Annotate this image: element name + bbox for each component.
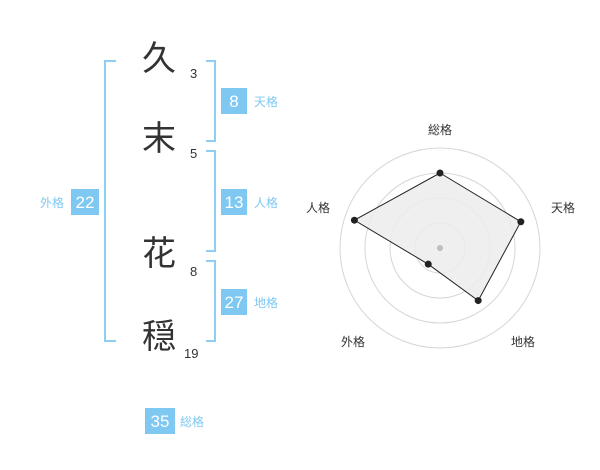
name-char-2: 末	[142, 119, 176, 159]
chikaku-value: 27	[221, 289, 247, 315]
name-char-3: 花	[142, 234, 176, 274]
radar-center	[437, 245, 443, 251]
tenkaku-label: 天格	[254, 95, 279, 109]
radar-point-4	[350, 216, 358, 224]
soukaku-label: 総格	[180, 415, 205, 429]
chikaku-label: 地格	[254, 296, 279, 310]
radar-label-soukaku: 総格	[428, 123, 453, 137]
radar-point-3	[424, 260, 432, 268]
soukaku-value: 35	[145, 408, 175, 434]
radar-area	[353, 172, 522, 302]
radar-point-1	[517, 218, 525, 226]
stroke-count-3: 8	[190, 264, 198, 279]
gaikaku-bracket	[104, 60, 116, 342]
name-char-4: 穏	[142, 317, 176, 357]
gaikaku-label: 外格	[40, 196, 65, 210]
tenkaku-value: 8	[221, 88, 247, 114]
jinkaku-label: 人格	[254, 196, 279, 210]
radar-label-chikaku: 地格	[511, 335, 536, 349]
radar-ring	[339, 147, 541, 349]
tenkaku-bracket	[206, 60, 216, 142]
chikaku-bracket	[206, 260, 216, 342]
radar-label-gaikaku: 外格	[341, 335, 366, 349]
radar-label-tenkaku: 天格	[551, 201, 576, 215]
name-char-1: 久	[142, 39, 176, 79]
jinkaku-value: 13	[221, 189, 247, 215]
stroke-count-4: 19	[184, 346, 199, 361]
radar-point-0	[436, 169, 444, 177]
radar-point-2	[474, 297, 482, 305]
radar-label-jinkaku: 人格	[306, 201, 331, 215]
stroke-count-1: 3	[190, 66, 198, 81]
stroke-count-2: 5	[190, 146, 198, 161]
gaikaku-value: 22	[71, 189, 99, 215]
jinkaku-bracket	[206, 150, 216, 252]
